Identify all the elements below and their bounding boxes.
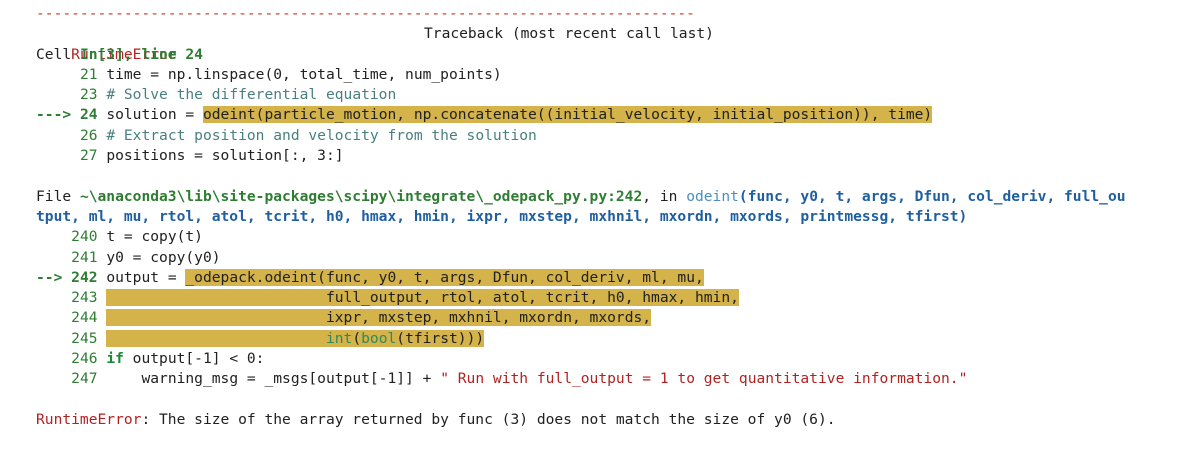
code-text: solution = (106, 106, 203, 124)
traceback-output: ----------------------------------------… (36, 4, 1196, 430)
line-number: 23 (79, 86, 98, 104)
keyword: if (106, 350, 124, 368)
indent (36, 249, 71, 266)
error-arrow: --> (36, 268, 72, 286)
line-number: 243 (71, 289, 98, 307)
file-reference: File ~\anaconda3\lib\site-packages\scipy… (36, 187, 1126, 205)
indent (36, 228, 71, 245)
file-path-link[interactable]: ~\anaconda3\lib\site-packages\scipy\inte… (79, 187, 643, 205)
comment-text: # Extract position and velocity from the… (106, 126, 537, 144)
code-line: 246 if output[-1] < 0: (36, 349, 1196, 369)
function-signature-part2: tput, ml, mu, rtol, atol, tcrit, h0, hma… (36, 207, 968, 225)
indent (36, 289, 71, 306)
highlighted-code: int(bool(tfirst))) (106, 329, 485, 347)
line-number: 247 (71, 370, 98, 388)
code-text: output = (106, 268, 186, 286)
code-line: 244 ixpr, mxstep, mxhnil, mxordn, mxords… (36, 308, 1196, 328)
cell-reference: Cell In[3], line 24 (36, 45, 203, 63)
cell-link[interactable]: In[3], line 24 (79, 45, 203, 63)
code-line: 21 time = np.linspace(0, total_time, num… (36, 65, 1196, 85)
code-text: time = np.linspace(0, total_time, num_po… (106, 65, 502, 83)
function-name: odeint (686, 187, 739, 205)
code-line: 240 t = copy(t) (36, 227, 1196, 247)
line-number: 246 (71, 350, 98, 368)
final-error-line: RuntimeError: The size of the array retu… (36, 410, 1196, 430)
code-line: 245 int(bool(tfirst))) (36, 329, 1196, 349)
line-number: 241 (71, 248, 98, 266)
line-number: 24 (79, 106, 98, 124)
code-line: 26 # Extract position and velocity from … (36, 126, 1196, 146)
highlighted-code: _odepack.odeint(func, y0, t, args, Dfun,… (185, 268, 704, 286)
function-signature-part1: (func, y0, t, args, Dfun, col_deriv, ful… (738, 187, 1126, 205)
comment-text: # Solve the differential equation (106, 86, 397, 104)
line-number: 21 (79, 65, 98, 83)
cell-code-block: 21 time = np.linspace(0, total_time, num… (36, 65, 1196, 166)
indent (36, 66, 80, 83)
code-line: 241 y0 = copy(y0) (36, 248, 1196, 268)
error-name: RuntimeError (71, 45, 177, 63)
final-error-name: RuntimeError (36, 410, 142, 428)
code-line: 247 warning_msg = _msgs[output[-1]] + " … (36, 369, 1196, 389)
file-reference-wrap: tput, ml, mu, rtol, atol, tcrit, h0, hma… (36, 207, 1196, 227)
indent (36, 127, 80, 144)
file-code-block: 240 t = copy(t) 241 y0 = copy(y0)--> 242… (36, 227, 1196, 389)
traceback-label: Traceback (most recent call last) (424, 25, 714, 43)
error-arrow: ---> (36, 106, 80, 124)
indent (36, 350, 71, 367)
code-line: 23 # Solve the differential equation (36, 85, 1196, 105)
code-text: positions = solution[:, 3:] (106, 147, 344, 165)
string-literal: " Run with full_output = 1 to get quanti… (440, 370, 968, 388)
indent (36, 370, 71, 387)
indent (36, 330, 71, 347)
highlighted-code: ixpr, mxstep, mxhnil, mxordn, mxords, (106, 309, 652, 327)
indent (36, 309, 71, 326)
indent (36, 147, 80, 164)
line-number: 26 (79, 126, 98, 144)
builtin-token: int (325, 329, 353, 347)
traceback-header: RuntimeError Traceback (most recent call … (36, 24, 1196, 62)
line-number: 245 (71, 329, 98, 347)
indent (36, 86, 80, 103)
code-text: y0 = copy(y0) (106, 248, 221, 266)
final-error-message: : The size of the array returned by func… (141, 410, 836, 428)
highlighted-code: full_output, rtol, atol, tcrit, h0, hmax… (106, 289, 739, 307)
line-number: 240 (71, 228, 98, 246)
line-number: 242 (71, 268, 98, 286)
builtin-token: bool (361, 329, 397, 347)
line-number: 244 (71, 309, 98, 327)
code-line: ---> 24 solution = odeint(particle_motio… (36, 105, 1196, 125)
code-text: output[-1] < 0: (123, 350, 265, 368)
line-number: 27 (79, 147, 98, 165)
code-text: t = copy(t) (106, 228, 203, 246)
separator-line: ----------------------------------------… (36, 5, 695, 22)
code-text: warning_msg = _msgs[output[-1]] + (106, 370, 441, 388)
code-line: 243 full_output, rtol, atol, tcrit, h0, … (36, 288, 1196, 308)
code-line: --> 242 output = _odepack.odeint(func, y… (36, 268, 1196, 288)
code-line: 27 positions = solution[:, 3:] (36, 146, 1196, 166)
highlighted-code: odeint(particle_motion, np.concatenate((… (202, 106, 933, 124)
